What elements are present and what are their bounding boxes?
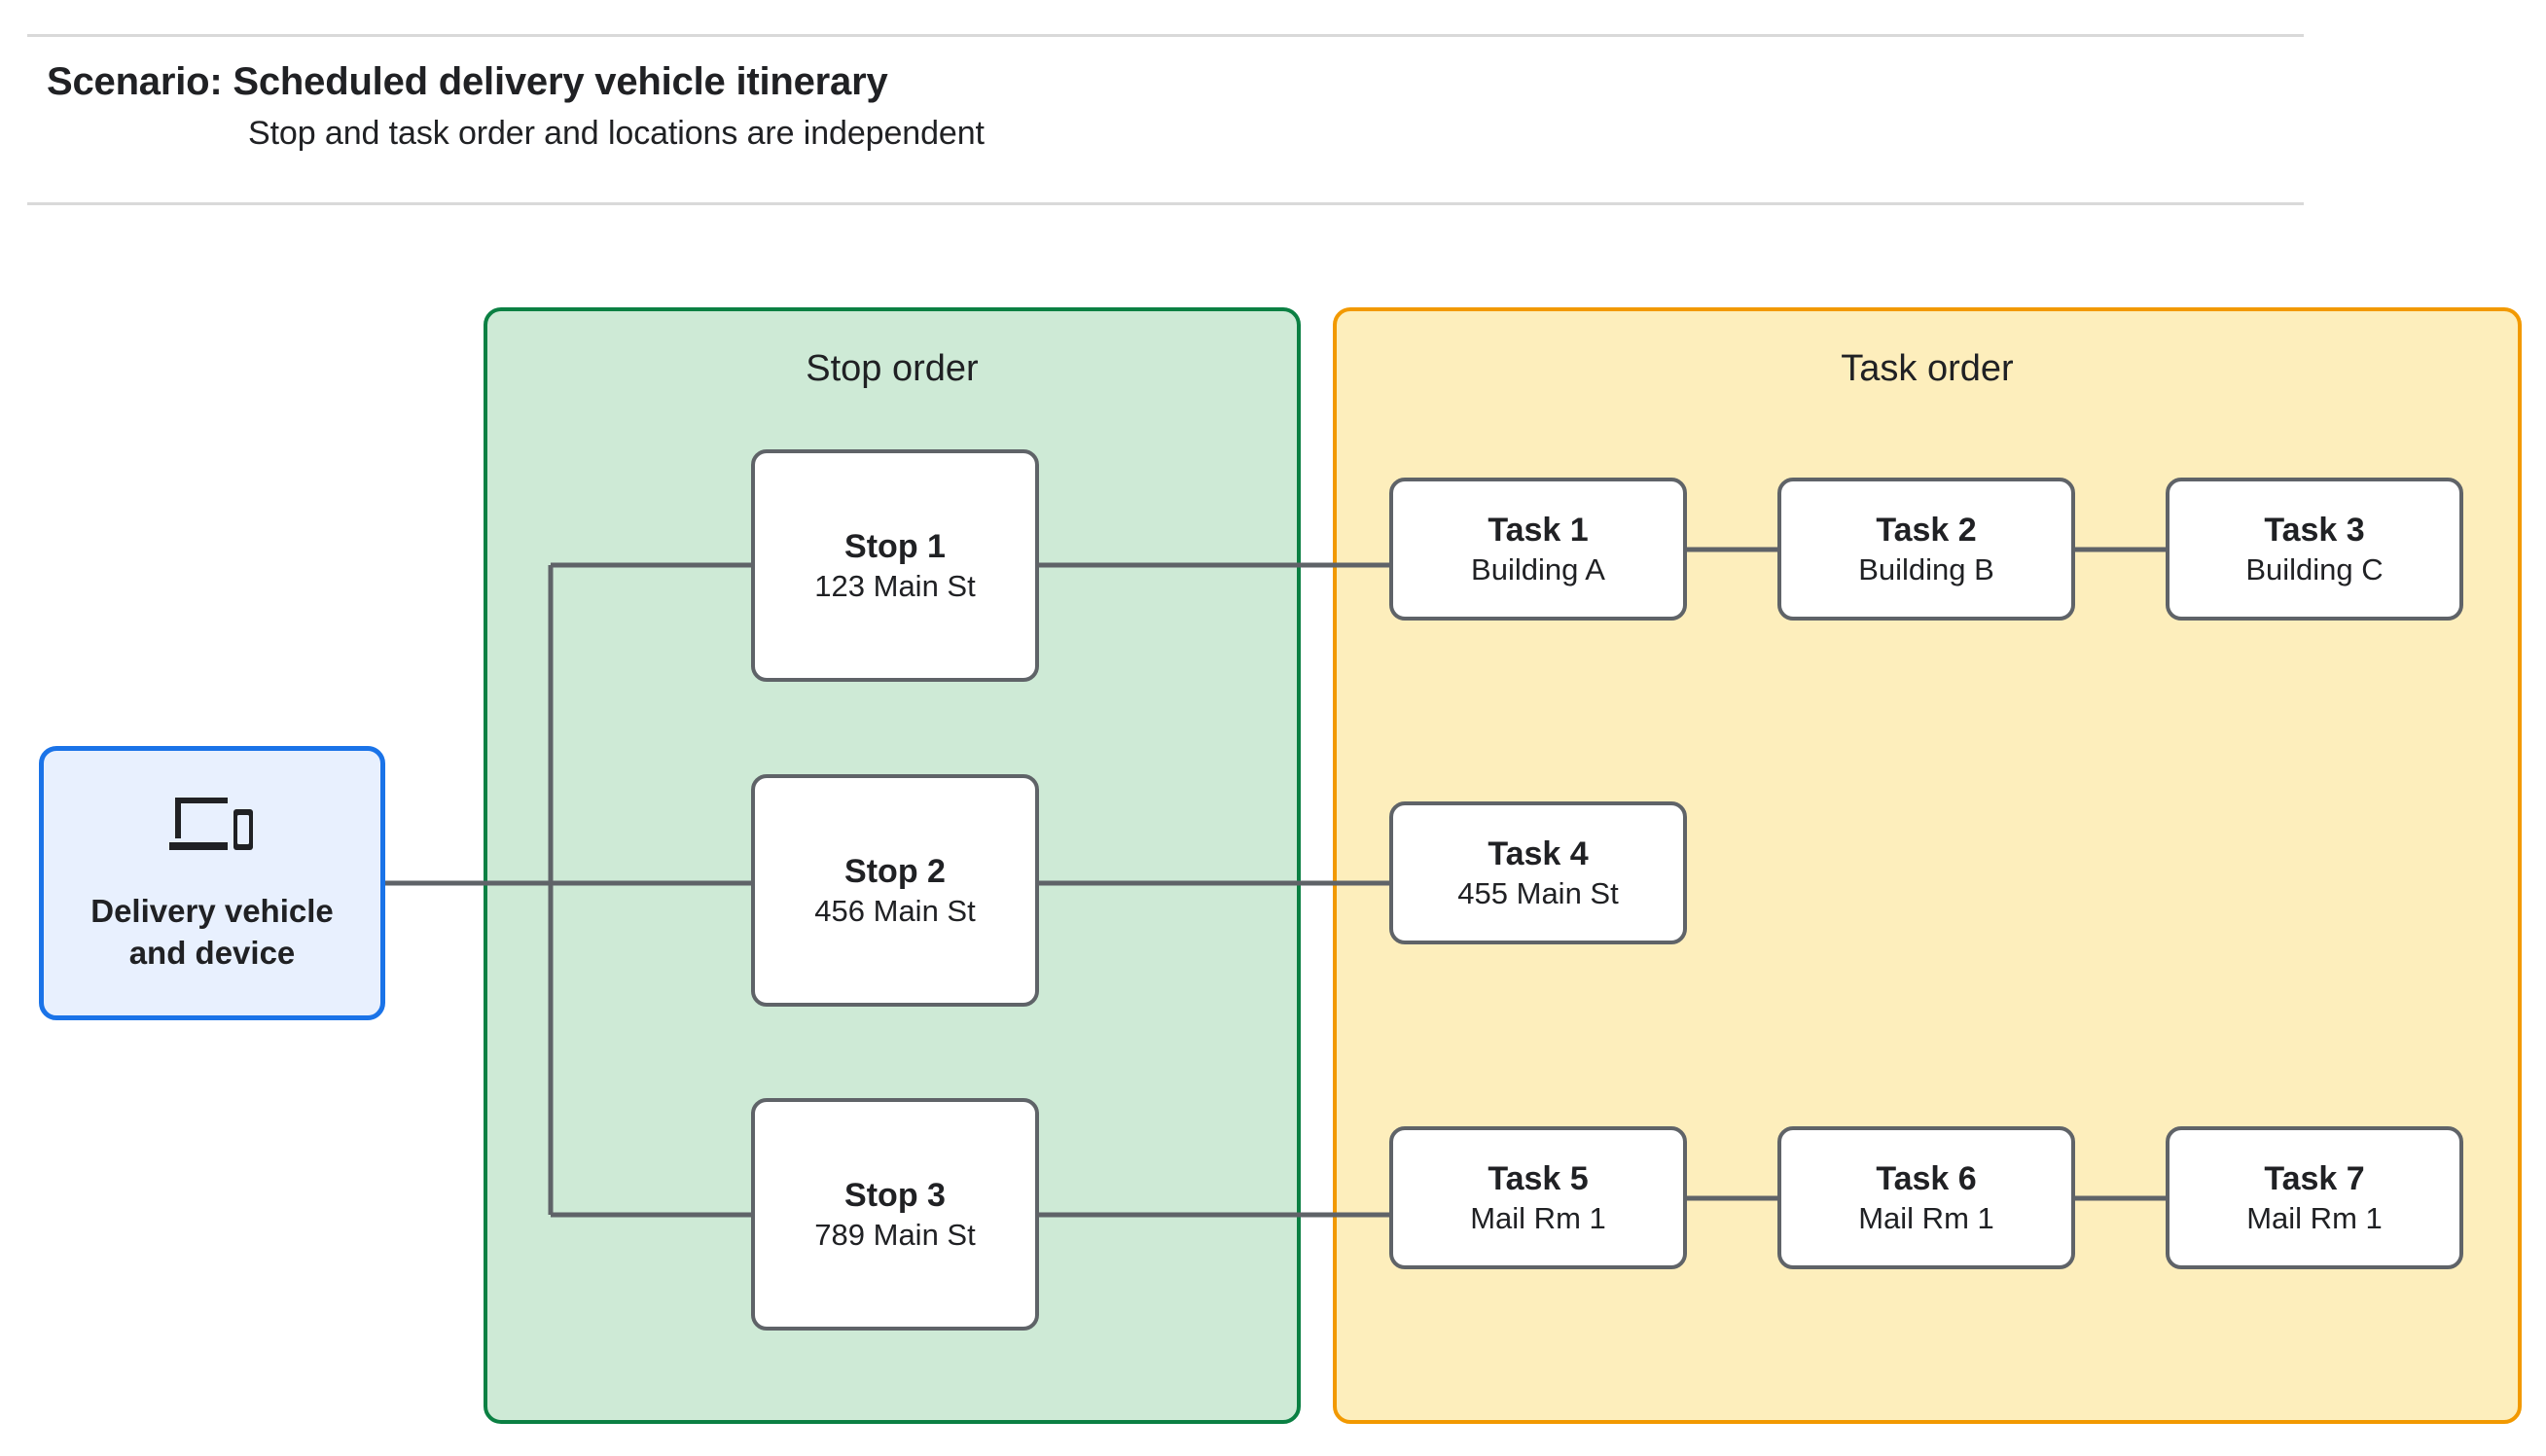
task-node-location: Building B [1858,551,1994,586]
task-node-7[interactable]: Task 7 Mail Rm 1 [2166,1126,2463,1269]
task-node-title: Task 4 [1488,835,1589,872]
task-node-location: Mail Rm 1 [1858,1200,1994,1235]
task-node-title: Task 5 [1488,1159,1589,1197]
task-node-1[interactable]: Task 1 Building A [1389,478,1687,621]
task-node-location: Mail Rm 1 [1470,1200,1606,1235]
task-node-4[interactable]: Task 4 455 Main St [1389,801,1687,944]
stop-node-address: 456 Main St [814,893,976,928]
task-node-6[interactable]: Task 6 Mail Rm 1 [1777,1126,2075,1269]
stop-node-1[interactable]: Stop 1 123 Main St [751,449,1039,682]
stop-node-3[interactable]: Stop 3 789 Main St [751,1098,1039,1331]
header-divider-bottom [27,202,2304,205]
delivery-vehicle-node[interactable]: Delivery vehicle and device [39,746,385,1020]
stop-node-2[interactable]: Stop 2 456 Main St [751,774,1039,1007]
task-order-group-title: Task order [1841,348,2014,389]
stop-node-title: Stop 2 [844,852,946,890]
task-node-title: Task 3 [2264,511,2365,549]
task-node-title: Task 7 [2264,1159,2365,1197]
stop-node-address: 789 Main St [814,1217,976,1252]
stop-node-title: Stop 3 [844,1176,946,1214]
laptop-and-phone-icon [169,798,253,851]
task-node-5[interactable]: Task 5 Mail Rm 1 [1389,1126,1687,1269]
header-divider-top [27,34,2304,37]
task-node-3[interactable]: Task 3 Building C [2166,478,2463,621]
task-node-title: Task 1 [1488,511,1589,549]
task-node-location: Building A [1471,551,1605,586]
page-subtitle: Stop and task order and locations are in… [248,115,985,152]
stop-node-address: 123 Main St [814,568,976,603]
page-title: Scenario: Scheduled delivery vehicle iti… [47,60,888,103]
task-node-location: Mail Rm 1 [2246,1200,2383,1235]
task-node-title: Task 6 [1876,1159,1977,1197]
delivery-vehicle-label: Delivery vehicle and device [90,893,334,971]
task-node-location: 455 Main St [1457,875,1619,910]
task-node-location: Building C [2245,551,2384,586]
task-node-title: Task 2 [1876,511,1977,549]
stop-order-group-title: Stop order [806,348,979,389]
stop-node-title: Stop 1 [844,527,946,565]
task-node-2[interactable]: Task 2 Building B [1777,478,2075,621]
